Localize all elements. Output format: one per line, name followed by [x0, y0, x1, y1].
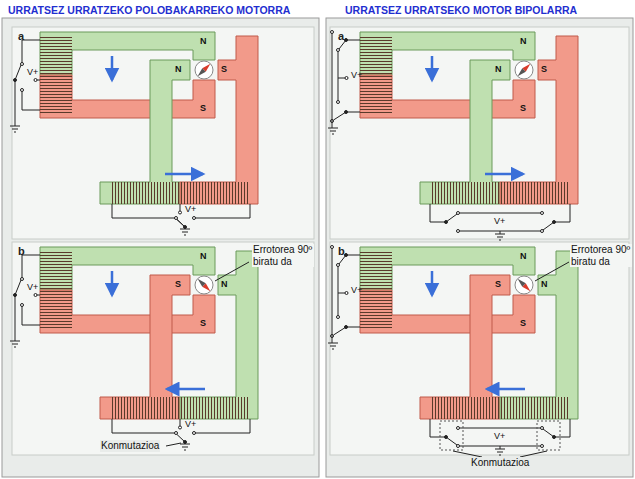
sub-figure-letter: a [338, 30, 344, 43]
figure-b-wiring [537, 421, 560, 450]
panel-title: URRATSEZ URRATZEKO POLOBAKARREKO MOTORRA [8, 4, 290, 16]
stepper-illustration [195, 61, 213, 79]
pole-label: S [200, 103, 206, 113]
pole-label: S [520, 318, 526, 328]
figure-frame [12, 242, 314, 455]
supply-label: V+ [351, 70, 362, 80]
switching-callout: Konmutazioa [470, 457, 530, 469]
figure-a [515, 61, 533, 79]
rotor-callout: Errotorea 90º biratu da [570, 244, 632, 267]
figure-b [420, 251, 578, 419]
figure-frame [330, 27, 629, 239]
sub-figure-letter: a [18, 30, 24, 43]
leader-line [166, 443, 181, 446]
pole-label: S [175, 279, 181, 289]
sub-figure-letter: b [338, 245, 345, 258]
figure-a [360, 32, 578, 204]
figure-b [100, 251, 258, 419]
stepper-illustration [10, 40, 250, 235]
pole-label: N [200, 251, 207, 261]
supply-label: V+ [27, 67, 38, 77]
figure-b-wiring [440, 421, 560, 450]
pole-label: S [221, 64, 227, 74]
panel-title: URRATSEZ URRATSEKO MOTOR BIPOLARRA [345, 4, 577, 16]
stepper-illustration [328, 31, 570, 241]
pole-label: N [520, 251, 527, 261]
switching-callout: Konmutazioa [100, 440, 160, 452]
stepper-illustration [177, 220, 185, 228]
rotor-callout: Errotorea 90º biratu da [252, 244, 314, 267]
figure-b-wiring [446, 437, 457, 445]
panel [2, 18, 319, 477]
supply-label: V+ [494, 431, 505, 441]
pole-label: N [175, 64, 182, 74]
supply-label: V+ [351, 285, 362, 295]
supply-label: V+ [185, 419, 196, 429]
figure-b-wiring [328, 246, 570, 456]
pole-label: N [200, 36, 207, 46]
figure-frame [12, 27, 314, 239]
supply-label: V+ [185, 204, 196, 214]
pole-label: N [541, 279, 548, 289]
figure-b [195, 276, 213, 294]
switch-blades [446, 214, 554, 230]
pole-label: N [221, 279, 228, 289]
switch-blades [543, 222, 554, 230]
figure-a [420, 36, 578, 204]
figure-b [10, 247, 258, 450]
pole-label: S [541, 64, 547, 74]
figure-b [10, 255, 250, 450]
pole-label: N [520, 36, 527, 46]
pole-label: S [200, 318, 206, 328]
figure-b-wiring [328, 246, 570, 456]
figure-b-wiring [543, 429, 554, 437]
switch-blades [446, 214, 457, 222]
figure-b [360, 247, 578, 419]
sub-figure-letter: b [18, 245, 25, 258]
pole-label: S [520, 103, 526, 113]
leader-line [215, 262, 249, 281]
leader-line [535, 262, 569, 281]
stepper-illustration [100, 36, 258, 204]
panel [326, 18, 633, 477]
pole-label: N [495, 64, 502, 74]
figure-b-wiring [440, 421, 463, 450]
supply-label: V+ [494, 216, 505, 226]
figure-b [515, 276, 533, 294]
figure-frame [330, 242, 629, 455]
pole-label: S [495, 279, 501, 289]
supply-label: V+ [27, 282, 38, 292]
